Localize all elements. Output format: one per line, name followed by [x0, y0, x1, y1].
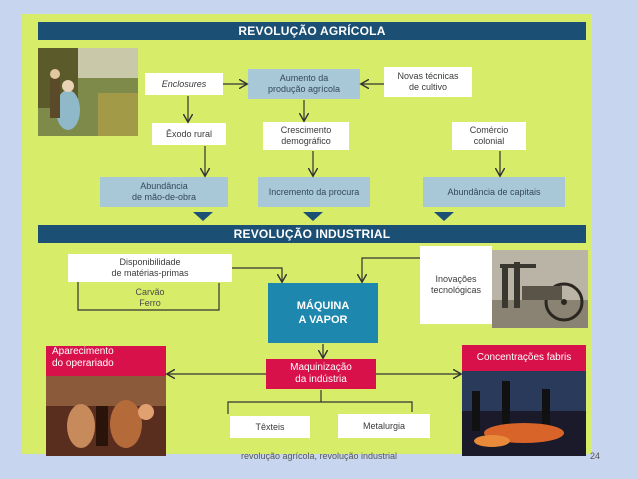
couple-painting-image — [38, 48, 138, 136]
production-increase-box: Aumento da produção agrícola — [248, 69, 360, 99]
demand-increase-box: Incremento da procura — [258, 177, 370, 207]
raw-materials-line1: Disponibilidade — [119, 257, 181, 267]
workers-emergence-box: Aparecimento do operariado — [46, 346, 166, 376]
colonial-trade-line1: Comércio — [469, 125, 509, 135]
mechanization-box: Maquinização da indústria — [266, 359, 376, 389]
tech-innovations-line1: Inovações — [435, 274, 477, 284]
workers-painting-image — [46, 376, 166, 456]
demographic-growth-box: Crescimento demográfico — [263, 122, 349, 150]
mechanization-line2: da indústria — [295, 374, 347, 385]
steam-machine-line1: MÁQUINA — [296, 300, 350, 312]
industrial-revolution-banner: REVOLUÇÃO INDUSTRIAL — [38, 225, 586, 243]
demographic-growth-line2: demográfico — [281, 136, 331, 146]
colonial-trade-line2: colonial — [473, 136, 505, 146]
colonial-trade-box: Comércio colonial — [452, 122, 526, 150]
labor-abundance-line2: de mão-de-obra — [131, 192, 197, 202]
metallurgy-box: Metalurgia — [338, 414, 430, 438]
coal-iron-label: Carvão Ferro — [120, 285, 180, 311]
raw-materials-line2: de matérias-primas — [111, 268, 189, 278]
agricultural-revolution-banner: REVOLUÇÃO AGRÍCOLA — [38, 22, 586, 40]
mechanization-line1: Maquinização — [290, 362, 352, 373]
capital-abundance-box: Abundância de capitais — [423, 177, 565, 207]
production-increase-line2: produção agrícola — [267, 84, 341, 94]
factory-concentrations-box: Concentrações fabris — [462, 345, 586, 371]
coal-label: Carvão — [135, 287, 165, 297]
workers-emergence-line1: Aparecimento — [52, 346, 114, 357]
new-techniques-line2: de cultivo — [408, 82, 448, 92]
factory-painting-image — [462, 371, 586, 456]
rural-exodus-box: Êxodo rural — [152, 123, 226, 145]
steam-machine-box: MÁQUINA A VAPOR — [268, 283, 378, 343]
slide-caption: revolução agrícola, revolução industrial — [240, 451, 398, 461]
raw-materials-box: Disponibilidade de matérias-primas — [68, 254, 232, 282]
demographic-growth-line1: Crescimento — [280, 125, 332, 135]
tech-innovations-box: Inovações tecnológicas — [420, 246, 492, 324]
textiles-box: Têxteis — [230, 416, 310, 438]
labor-abundance-line1: Abundância — [140, 181, 188, 191]
page-number: 24 — [589, 451, 600, 461]
new-techniques-line1: Novas técnicas — [397, 71, 459, 81]
iron-label: Ferro — [139, 298, 161, 308]
enclosures-box: Enclosures — [145, 73, 223, 95]
new-techniques-box: Novas técnicas de cultivo — [384, 67, 472, 97]
workers-emergence-line2: do operariado — [52, 358, 114, 369]
tech-innovations-line2: tecnológicas — [430, 285, 482, 295]
steam-engine-image — [492, 250, 588, 328]
labor-abundance-box: Abundância de mão-de-obra — [100, 177, 228, 207]
steam-machine-line2: A VAPOR — [298, 314, 348, 326]
production-increase-line1: Aumento da — [279, 73, 329, 83]
